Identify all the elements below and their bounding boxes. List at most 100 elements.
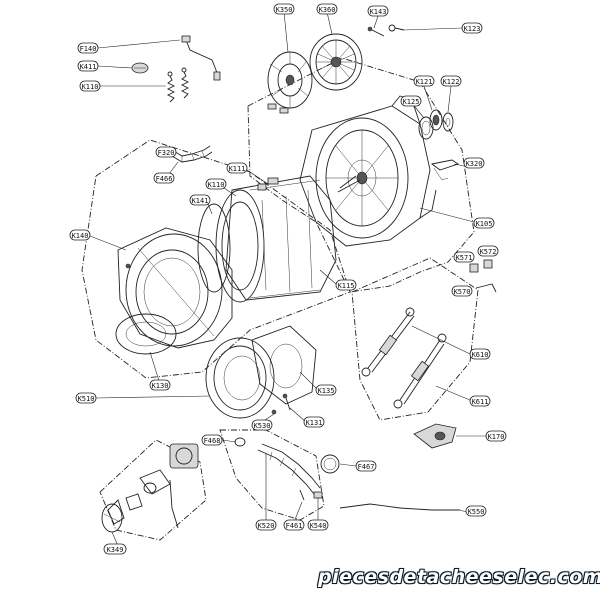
drain-hose-k520: [257, 443, 321, 495]
seal-k125: [418, 116, 434, 140]
svg-text:K123: K123: [464, 25, 481, 33]
wire-k550: [339, 503, 460, 511]
label-k141: K141: [189, 194, 211, 206]
svg-text:K125: K125: [403, 98, 420, 106]
svg-text:K520: K520: [258, 522, 275, 530]
filter-k349: [101, 503, 123, 533]
svg-text:K131: K131: [306, 419, 323, 427]
svg-text:K320: K320: [466, 160, 483, 168]
label-k110-top: K110: [79, 80, 101, 92]
site-watermark: piecesdetacheeselec.com: [318, 566, 600, 588]
label-k135: K135: [315, 384, 337, 396]
label-k105: K105: [473, 217, 495, 229]
label-k170: K170: [485, 430, 507, 442]
drum-k111: [215, 175, 337, 303]
label-tags: F140 K411 K110 K350 K360 K143 K123 K121 …: [69, 3, 507, 555]
clamp-f467: [320, 454, 340, 474]
part-k570: [475, 283, 497, 293]
hose-f320: [171, 145, 213, 163]
svg-text:K141: K141: [192, 197, 209, 205]
label-k411: K411: [77, 60, 99, 72]
label-k143: K143: [367, 5, 389, 17]
label-k520: K520: [255, 519, 277, 531]
svg-text:K571: K571: [456, 254, 473, 262]
label-k610: K610: [469, 348, 491, 360]
svg-text:K572: K572: [480, 248, 497, 256]
svg-text:K140: K140: [72, 232, 89, 240]
label-f467: F467: [355, 460, 377, 472]
svg-text:K115: K115: [338, 282, 355, 290]
label-k611: K611: [469, 395, 491, 407]
label-k540: K540: [307, 519, 329, 531]
svg-text:K349: K349: [107, 546, 124, 554]
label-k115: K115: [335, 279, 357, 291]
bolt-k143: [367, 26, 385, 37]
clamp-plate-k135: [251, 325, 317, 405]
svg-text:K360: K360: [319, 6, 336, 14]
svg-text:K570: K570: [454, 288, 471, 296]
svg-text:F466: F466: [156, 175, 173, 183]
svg-text:K143: K143: [370, 8, 387, 16]
label-f468: F468: [201, 434, 223, 446]
svg-text:K110: K110: [208, 181, 225, 189]
group-outline-pump-hose: [219, 429, 325, 521]
label-f466: F466: [153, 172, 175, 184]
svg-text:F467: F467: [358, 463, 375, 471]
label-k350: K350: [273, 3, 295, 15]
label-f461: F461: [283, 519, 305, 531]
bearing-k122: [442, 112, 454, 132]
group-outline-shocks: [351, 257, 479, 421]
svg-text:K411: K411: [80, 63, 97, 71]
svg-text:K510: K510: [78, 395, 95, 403]
svg-text:K540: K540: [310, 522, 327, 530]
rear-tub-k105: [299, 95, 437, 247]
label-k571: K571: [453, 251, 475, 263]
harness-f140: [181, 35, 221, 81]
clamp-k540: [313, 491, 323, 499]
label-k130: K130: [149, 379, 171, 391]
svg-text:K110: K110: [82, 83, 99, 91]
label-k111: K111: [226, 162, 248, 174]
label-k131: K131: [303, 416, 325, 428]
heater-k320: [430, 159, 460, 181]
label-k530: K530: [251, 419, 273, 431]
label-k122: K122: [440, 75, 462, 87]
clip-f468: [234, 437, 246, 447]
label-k570: K570: [451, 285, 473, 297]
screw-k530: [271, 409, 277, 415]
label-k125: K125: [400, 95, 422, 107]
small-clips-k350: [267, 103, 289, 114]
spider-k350: [267, 51, 313, 109]
label-k140: K140: [69, 229, 91, 241]
label-k121: K121: [413, 75, 435, 87]
svg-text:K530: K530: [254, 422, 271, 430]
part-k571: [469, 263, 479, 273]
label-k320: K320: [463, 157, 485, 169]
bolt-k123: [388, 24, 405, 32]
door-boot-k510: [205, 337, 275, 419]
svg-text:K170: K170: [488, 433, 505, 441]
label-k123: K123: [461, 22, 483, 34]
pulley-k360: [309, 33, 363, 91]
front-tub-k140: [117, 227, 233, 349]
shock-absorber-k610: [361, 307, 415, 377]
bearing-k121: [429, 109, 443, 131]
svg-text:F468: F468: [204, 437, 221, 445]
svg-text:K105: K105: [476, 220, 493, 228]
svg-text:F320: F320: [158, 149, 175, 157]
shock-absorber-k611: [393, 333, 447, 409]
label-k360: K360: [316, 3, 338, 15]
counterweight-k170: [413, 423, 457, 449]
svg-text:K135: K135: [318, 387, 335, 395]
drum-paddles-k110: [257, 177, 279, 191]
clip-k411: [131, 62, 149, 74]
tube-f461: [299, 489, 305, 501]
svg-text:F140: F140: [80, 45, 97, 53]
label-f320: F320: [155, 146, 177, 158]
label-f140: F140: [77, 42, 99, 54]
screw-k131: [282, 393, 291, 411]
svg-text:K611: K611: [472, 398, 489, 406]
group-outline-front-tub: [81, 139, 351, 379]
svg-text:K550: K550: [468, 508, 485, 516]
